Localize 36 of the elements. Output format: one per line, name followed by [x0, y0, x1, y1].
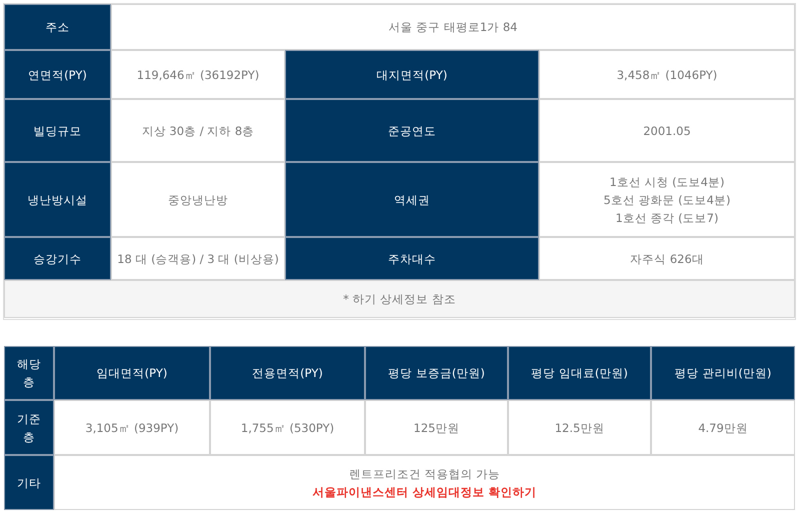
detail-link: 서울파이낸스센터 상세임대정보 확인하기 [312, 484, 536, 500]
cell-value: 1호선 시청 (도보4분) [610, 174, 724, 190]
header-label: 준공연도 [388, 122, 436, 140]
header-label: 대지면적(PY) [376, 66, 448, 84]
header-label: 기타 [17, 474, 41, 492]
cell-value: 렌트프리조건 적용협의 가능 [348, 466, 500, 482]
header-label: 임대면적(PY) [96, 365, 168, 382]
cell-value: 12.5만원 [554, 420, 604, 436]
header-label: 냉난방시설 [28, 192, 88, 208]
cell-value: 지상 30층 / 지하 8층 [142, 122, 254, 140]
cell-value: 자주식 626대 [630, 250, 704, 268]
cell-value: 2001.05 [643, 122, 691, 140]
header-label: 연면적(PY) [28, 66, 87, 84]
header-label: 평당 보증금(만원) [388, 365, 485, 382]
cell-value: 18 대 (승객용) / 3 대 (비상용) [117, 250, 279, 268]
note-text: * 하기 상세정보 참조 [343, 291, 456, 308]
header-label: 주소 [46, 19, 70, 36]
header-label: 평당 임대료(만원) [531, 365, 628, 382]
header-label: 평당 관리비(만원) [674, 365, 772, 382]
cell-value: 119,646㎡ (36192PY) [136, 66, 260, 84]
header-label: 해당 층 [17, 356, 41, 391]
cell-value: 4.79만원 [698, 420, 748, 436]
header-label: 주차대수 [388, 250, 436, 268]
cell-value: 125만원 [414, 420, 460, 436]
cell-value: 중앙냉난방 [168, 192, 228, 208]
header-label: 기준 층 [17, 410, 41, 446]
cell-value: 3,458㎡ (1046PY) [616, 66, 718, 84]
header-label: 역세권 [394, 192, 430, 208]
cell-value: 5호선 광화문 (도보4분) [604, 192, 730, 208]
cell-value: 3,105㎡ (939PY) [85, 420, 179, 436]
cell-value: 1호선 종각 (도보7) [616, 210, 718, 226]
header-label: 승강기수 [34, 250, 82, 268]
cell-value: 서울 중구 태평로1가 84 [388, 19, 518, 36]
header-label: 빌딩규모 [34, 122, 82, 140]
cell-value: 1,755㎡ (530PY) [240, 420, 334, 436]
header-label: 전용면적(PY) [252, 365, 323, 382]
